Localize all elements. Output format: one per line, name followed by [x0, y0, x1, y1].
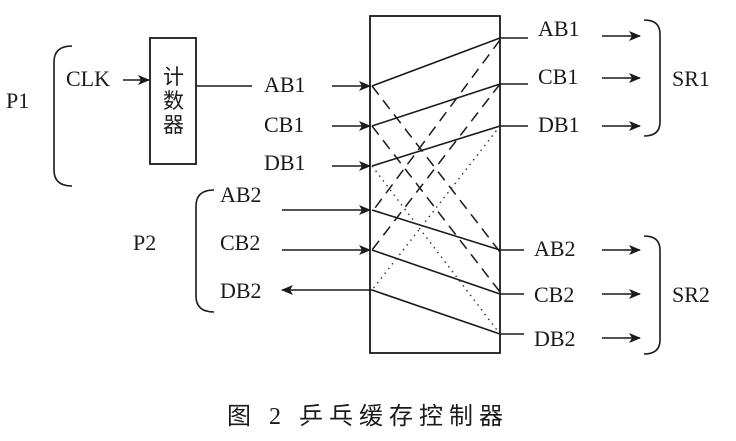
p1-ab1-label: AB1 — [264, 72, 306, 97]
p1-db1-label: DB1 — [264, 150, 306, 175]
switch-box — [369, 15, 501, 354]
solid-connections — [371, 37, 501, 335]
p2-ab2-label: AB2 — [220, 182, 262, 207]
figure-caption: 图 2 乒乓缓存控制器 — [227, 403, 509, 430]
counter-char-3: 器 — [163, 113, 184, 137]
db1-to-sr1-line — [371, 125, 501, 167]
db2-to-sr2-line — [371, 289, 501, 335]
p1-cb1-label: CB1 — [264, 112, 304, 137]
p1-brace — [53, 45, 73, 187]
sr1-label: SR1 — [672, 66, 710, 91]
sr1-to-db2-dotted — [371, 125, 501, 291]
p2-label: P2 — [133, 230, 156, 255]
sr1-to-ab2-dashed — [371, 39, 501, 213]
sr1-db1-label: DB1 — [538, 112, 580, 137]
sr2-brace — [643, 235, 661, 355]
sr1-cb1-label: CB1 — [538, 64, 578, 89]
p1-label: P1 — [6, 88, 29, 113]
p2-db2-label: DB2 — [220, 278, 262, 303]
counter-char-1: 计 — [163, 65, 184, 89]
cb2-to-sr2-line — [371, 249, 501, 295]
sr2-ab2-label: AB2 — [534, 236, 576, 261]
counter-char-2: 数 — [163, 89, 184, 113]
ab1-to-sr2-dashed — [371, 85, 501, 253]
sr2-label: SR2 — [672, 282, 710, 307]
ab2-to-sr2-line — [371, 209, 501, 251]
counter-box — [149, 37, 197, 165]
dashed-connections — [371, 39, 501, 293]
sr1-ab1-label: AB1 — [538, 16, 580, 41]
sr1-to-cb2-dashed — [371, 83, 501, 251]
sr2-db2-label: DB2 — [534, 326, 576, 351]
db1-to-sr2-dotted — [371, 165, 501, 335]
p2-brace — [195, 189, 215, 313]
cb1-to-sr1-line — [371, 83, 501, 127]
sr2-cb2-label: CB2 — [534, 282, 574, 307]
clk-label: CLK — [66, 66, 110, 91]
p2-cb2-label: CB2 — [220, 230, 260, 255]
ab1-to-sr1-line — [371, 37, 501, 87]
sr1-brace — [643, 19, 661, 137]
